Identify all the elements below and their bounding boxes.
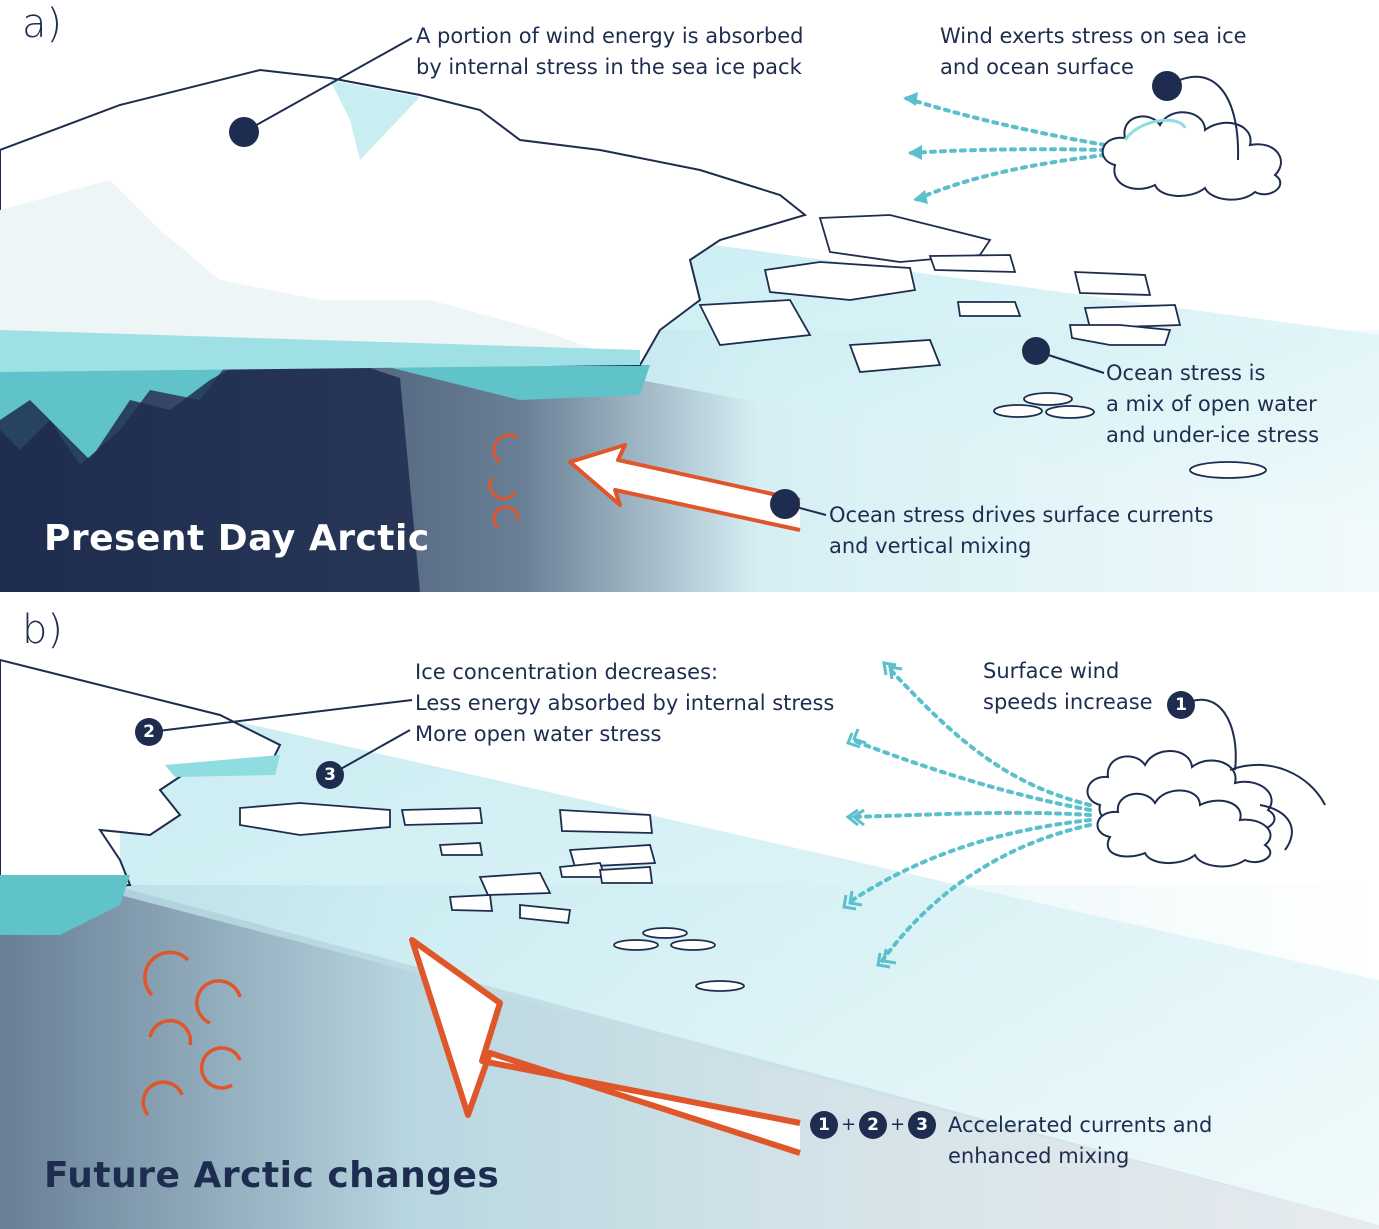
equation-plus-2: + <box>890 1114 906 1135</box>
mixing-swirls <box>141 950 242 1117</box>
ice-keel-shadow <box>0 345 420 592</box>
future-scene <box>0 658 1379 1229</box>
callout-ocean-stress: Ocean stress is a mix of open water and … <box>1106 361 1320 447</box>
present-day-scene <box>0 37 1379 592</box>
wind-clouds <box>1086 750 1326 868</box>
ice-edge-shade <box>165 755 280 777</box>
panel-title-present-day: Present Day Arctic <box>44 518 430 559</box>
panel-title-future: Future Arctic changes <box>44 1155 500 1196</box>
ice-keel <box>0 345 650 465</box>
equation-plus-1: + <box>841 1114 857 1135</box>
panel-future: b) Future Arctic changes Ice concentrati… <box>0 605 1379 1229</box>
wind-arrowheads <box>903 92 928 204</box>
callout-accelerated-currents: Accelerated currents and enhanced mixing <box>948 1113 1213 1168</box>
callout-ice-concentration: Ice concentration decreases: Less energy… <box>415 660 835 746</box>
panel-letter-a: a) <box>22 1 63 47</box>
ice-keel <box>0 875 130 935</box>
callout-surface-currents: Ocean stress drives surface currents and… <box>829 503 1214 558</box>
callout-dots <box>229 71 1182 519</box>
callout-internal-stress: A portion of wind energy is absorbed by … <box>416 24 804 79</box>
wind-arrows <box>846 665 1092 963</box>
ice-pack-edge <box>0 330 640 372</box>
open-water-surface <box>640 235 1379 520</box>
open-water-surface <box>120 695 1379 1225</box>
wind-cloud <box>1101 111 1282 201</box>
callout-wind-speeds: Surface wind speeds increase <box>983 659 1153 714</box>
wind-arrowheads <box>842 661 903 969</box>
ocean-depth-shade <box>0 855 1379 1229</box>
badge-1-wind: 1 <box>1167 691 1195 719</box>
wind-arrows <box>903 96 1107 202</box>
current-arrow <box>409 937 801 1156</box>
ice-pack-shading <box>0 180 640 365</box>
equation-badge-3: 3 <box>908 1111 936 1139</box>
ice-floes <box>239 802 745 992</box>
mixing-swirls <box>488 433 520 530</box>
equation-badge-1: 1 <box>810 1111 838 1139</box>
ice-ridge <box>330 80 420 160</box>
current-arrow <box>568 443 801 532</box>
callout-wind-stress: Wind exerts stress on sea ice and ocean … <box>940 24 1247 79</box>
equation-badge-2: 2 <box>859 1111 887 1139</box>
badge-3-open-water: 3 <box>316 761 344 789</box>
ice-floes <box>698 214 1267 479</box>
panel-letter-b: b) <box>22 607 63 653</box>
panel-present-day: a) Present Day Arctic A portion of wind … <box>0 0 1379 595</box>
badge-2-ice: 2 <box>135 718 163 746</box>
